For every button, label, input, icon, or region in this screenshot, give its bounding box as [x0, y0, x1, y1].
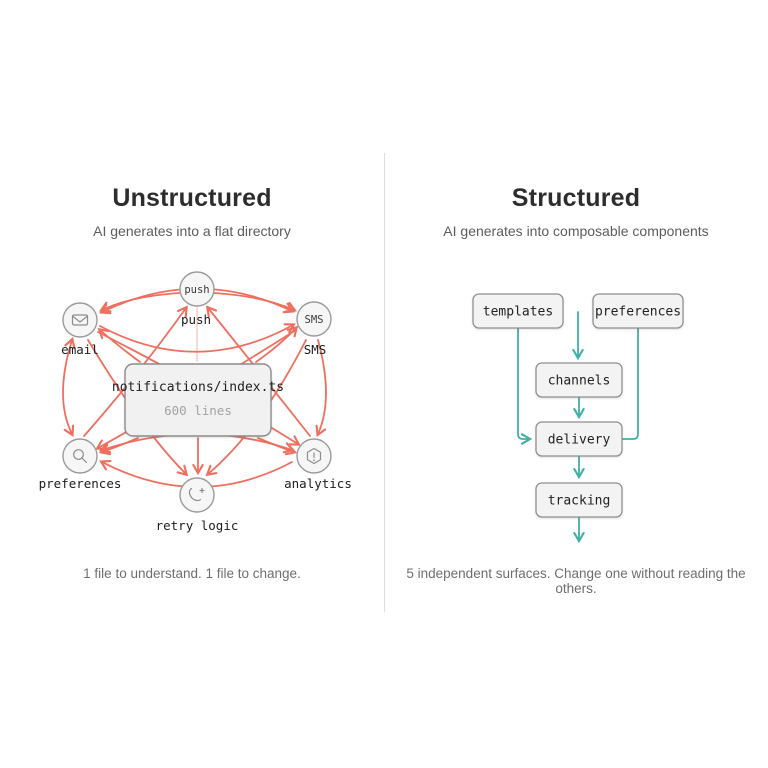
unstructured-caption: 1 file to understand. 1 file to change. — [83, 566, 301, 581]
unstructured-title: Unstructured — [112, 184, 272, 212]
retry-call-icon — [188, 487, 205, 502]
node-analytics: analytics — [284, 438, 352, 491]
templates-label: templates — [483, 305, 553, 320]
flow-box-delivery: delivery — [535, 421, 623, 457]
shield-alert-icon — [306, 447, 322, 465]
unstructured-panel: Unstructured AI generates into a flat di… — [39, 184, 352, 581]
structured-subtitle: AI generates into composable components — [443, 223, 709, 239]
dependency-arrows — [62, 287, 327, 488]
flow-box-preferences: preferences — [592, 293, 684, 329]
email-label: email — [61, 342, 99, 357]
channels-label: channels — [548, 374, 611, 389]
preferences-box-label: preferences — [595, 305, 681, 320]
delivery-label: delivery — [548, 433, 611, 448]
structured-caption: 5 independent surfaces. Change one witho… — [406, 566, 746, 596]
tracking-label: tracking — [548, 494, 611, 509]
push-circle-text: push — [184, 284, 209, 296]
index-file-name: notifications/index.ts — [112, 380, 284, 395]
sms-circle-text: SMS — [305, 314, 324, 326]
structured-title: Structured — [511, 184, 641, 212]
node-retry-logic: retry logic — [156, 477, 239, 533]
flat-directory-diagram: notifications/index.ts 600 lines push pu… — [39, 271, 352, 533]
magnifier-icon — [73, 449, 88, 464]
unstructured-subtitle: AI generates into a flat directory — [93, 223, 291, 239]
structured-panel: Structured AI generates into composable … — [384, 0, 768, 768]
vertical-divider — [384, 153, 385, 612]
index-file-box: notifications/index.ts 600 lines — [112, 363, 284, 437]
flow-arrows — [517, 311, 639, 544]
index-file-linecount: 600 lines — [164, 403, 232, 418]
node-email: email — [61, 302, 99, 357]
retry-logic-label: retry logic — [156, 518, 239, 533]
node-preferences: preferences — [39, 438, 122, 491]
flow-box-channels: channels — [535, 362, 623, 398]
flow-box-templates: templates — [472, 293, 564, 329]
node-push: push push — [179, 271, 215, 327]
analytics-label: analytics — [284, 476, 352, 491]
sms-label: SMS — [304, 342, 327, 357]
envelope-icon — [71, 314, 89, 326]
composable-flow-diagram: templates preferences channels delivery … — [472, 293, 684, 544]
push-label: push — [181, 312, 211, 327]
preferences-label: preferences — [39, 476, 122, 491]
flow-box-tracking: tracking — [535, 482, 623, 518]
node-sms: SMS SMS — [296, 301, 332, 357]
